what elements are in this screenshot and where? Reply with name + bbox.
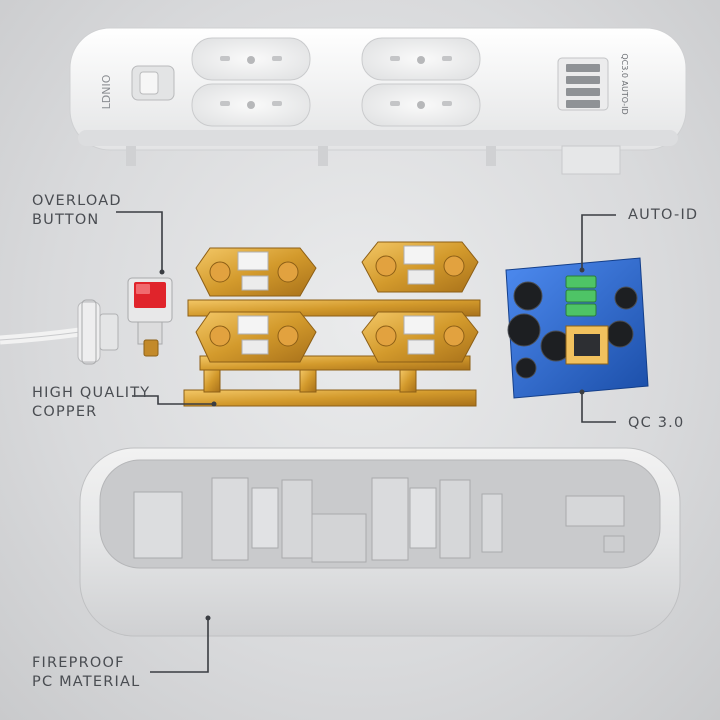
copper-socket-contact bbox=[195, 247, 317, 297]
socket bbox=[191, 83, 311, 127]
socket bbox=[361, 83, 481, 127]
power-cord bbox=[0, 299, 119, 365]
overload-switch bbox=[127, 277, 173, 357]
brand-logo-text: LDNIO bbox=[100, 74, 113, 109]
callout-overload-button: OVERLOAD BUTTON bbox=[32, 193, 122, 228]
cover-power-switch bbox=[131, 65, 175, 101]
callout-lines bbox=[116, 211, 616, 673]
copper-socket-contact bbox=[361, 241, 479, 293]
callout-line-qc bbox=[581, 392, 616, 423]
callout-qc-3-0: QC 3.0 bbox=[628, 415, 685, 431]
usb-ports: QC3.0 AUTO-ID bbox=[557, 53, 629, 115]
usb-badge-text: QC3.0 AUTO-ID bbox=[620, 53, 629, 114]
socket bbox=[191, 37, 311, 81]
callout-fireproof-pc-material: FIREPROOF PC MATERIAL bbox=[32, 655, 141, 690]
bottom-housing bbox=[79, 447, 681, 637]
brand-logo: LDNIO bbox=[100, 74, 113, 109]
socket-grid bbox=[191, 37, 481, 127]
callout-high-quality-copper: HIGH QUALITY COPPER bbox=[32, 385, 151, 420]
callout-line-overload bbox=[116, 211, 163, 272]
callout-auto-id: AUTO-ID bbox=[628, 207, 699, 223]
copper-socket-contact bbox=[195, 311, 317, 363]
callout-line-auto-id bbox=[581, 214, 616, 270]
callout-line-copper bbox=[132, 395, 214, 405]
copper-assembly bbox=[183, 241, 481, 407]
copper-socket-contact bbox=[361, 311, 479, 363]
socket bbox=[361, 37, 481, 81]
callout-line-fireproof bbox=[150, 618, 209, 673]
usb-charging-pcb bbox=[505, 257, 649, 399]
